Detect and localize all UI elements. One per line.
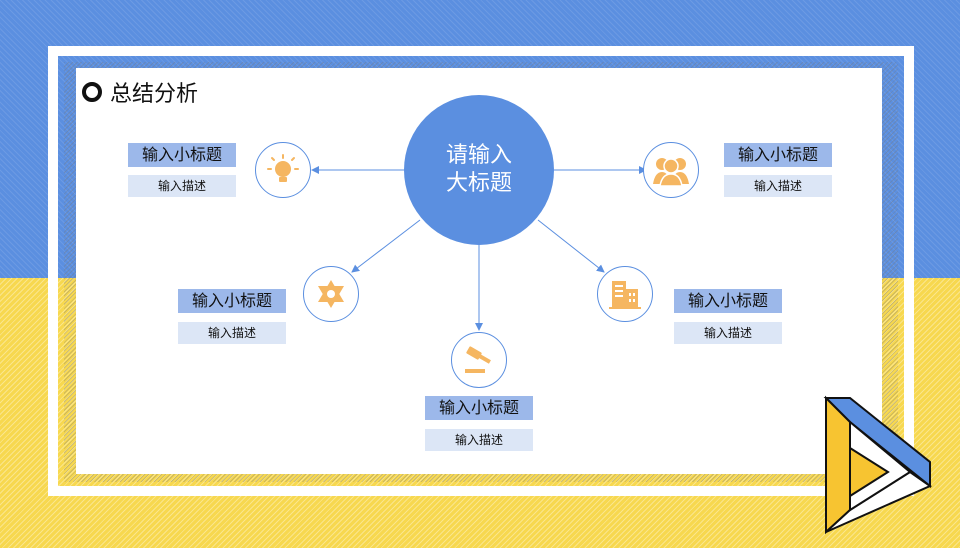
gavel-icon: [465, 346, 491, 373]
lightbulb-icon: [267, 154, 299, 182]
lightbulb-node[interactable]: [255, 142, 311, 198]
center-title-line2: 大标题: [445, 171, 512, 196]
star-of-david-icon: [318, 280, 344, 308]
building-icon: [609, 281, 641, 309]
node-title-star[interactable]: 输入小标题: [178, 289, 286, 313]
page-title-text: 总结分析: [110, 82, 199, 107]
white-frame: [48, 46, 914, 496]
node-title-people[interactable]: 输入小标题: [724, 143, 832, 167]
node-desc-lightbulb[interactable]: 输入描述: [128, 175, 236, 197]
page-title: 总结分析: [82, 76, 198, 108]
arrow-to-building: [537, 219, 605, 273]
building-node[interactable]: [597, 266, 653, 322]
node-desc-star[interactable]: 输入描述: [178, 322, 286, 344]
node-desc-gavel[interactable]: 输入描述: [425, 429, 533, 451]
node-title-building[interactable]: 输入小标题: [674, 289, 782, 313]
center-title-circle[interactable]: 请输入 大标题: [404, 95, 554, 245]
people-node[interactable]: [643, 142, 699, 198]
node-title-gavel[interactable]: 输入小标题: [425, 396, 533, 420]
ring-bullet-icon: [82, 82, 102, 102]
impossible-triangle-icon: [823, 395, 933, 535]
star-node[interactable]: [303, 266, 359, 322]
node-title-lightbulb[interactable]: 输入小标题: [128, 143, 236, 167]
arrow-to-star: [351, 219, 421, 273]
people-icon: [653, 158, 689, 187]
gavel-node[interactable]: [451, 332, 507, 388]
center-title-line1: 请输入: [445, 143, 512, 168]
node-desc-building[interactable]: 输入描述: [674, 322, 782, 344]
node-desc-people[interactable]: 输入描述: [724, 175, 832, 197]
